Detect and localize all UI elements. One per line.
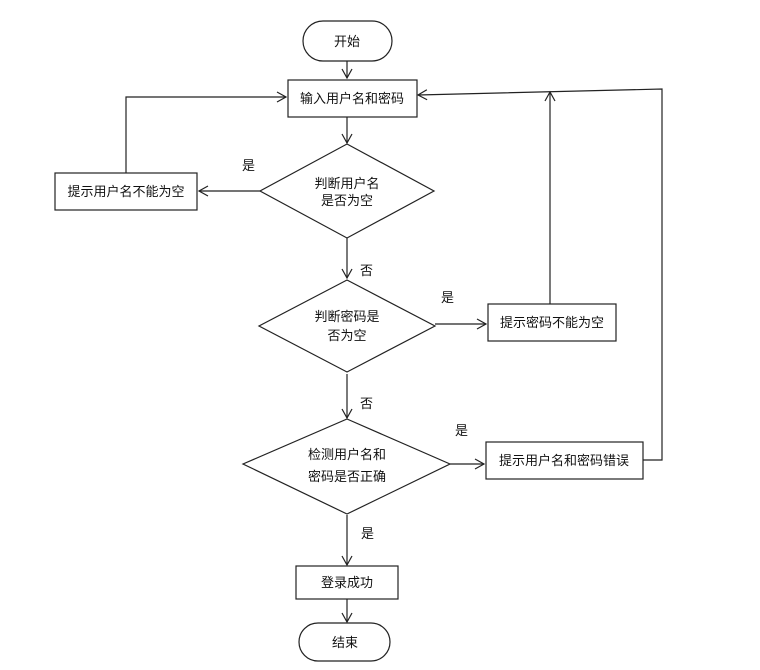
edge-label-username-empty-yes: 是 xyxy=(242,159,255,174)
end-terminal xyxy=(298,622,391,662)
verify-credentials-label-line2: 密码是否正确 xyxy=(308,469,386,485)
verify-credentials-decision xyxy=(241,418,452,515)
edge-user-msg-back-to-input xyxy=(125,91,288,173)
credential-error-label: 提示用户名和密码错误 xyxy=(499,453,629,469)
login-success-process xyxy=(295,565,399,600)
verify-credentials-label-line1: 检测用户名和 xyxy=(308,447,386,463)
credential-error-process xyxy=(485,441,644,480)
username-empty-label: 提示用户名不能为空 xyxy=(67,184,184,200)
edge-label-verify-ok-yes: 是 xyxy=(361,527,374,542)
edge-label-password-empty-yes: 是 xyxy=(441,291,454,306)
check-username-label-line2: 是否为空 xyxy=(321,194,373,209)
start-label: 开始 xyxy=(334,35,360,50)
password-empty-process xyxy=(487,303,617,342)
check-username-label-line1: 判断用户名 xyxy=(314,176,379,192)
input-label: 输入用户名和密码 xyxy=(300,91,404,107)
check-username-decision xyxy=(258,143,436,239)
edge-label-password-empty-no: 否 xyxy=(360,397,373,412)
edge-error-msg-back-to-input xyxy=(416,88,663,461)
check-password-decision xyxy=(257,279,437,373)
start-terminal xyxy=(302,20,393,62)
username-empty-process xyxy=(54,172,198,211)
check-password-label-line1: 判断密码是 xyxy=(314,309,379,325)
password-empty-label: 提示密码不能为空 xyxy=(500,315,604,331)
end-label: 结束 xyxy=(332,636,358,651)
edge-label-username-empty-no: 否 xyxy=(360,264,373,279)
edge-label-verify-wrong-yes: 是 xyxy=(455,424,468,439)
check-password-label-line2: 否为空 xyxy=(327,329,366,344)
login-success-label: 登录成功 xyxy=(321,576,373,591)
input-process xyxy=(287,79,418,118)
